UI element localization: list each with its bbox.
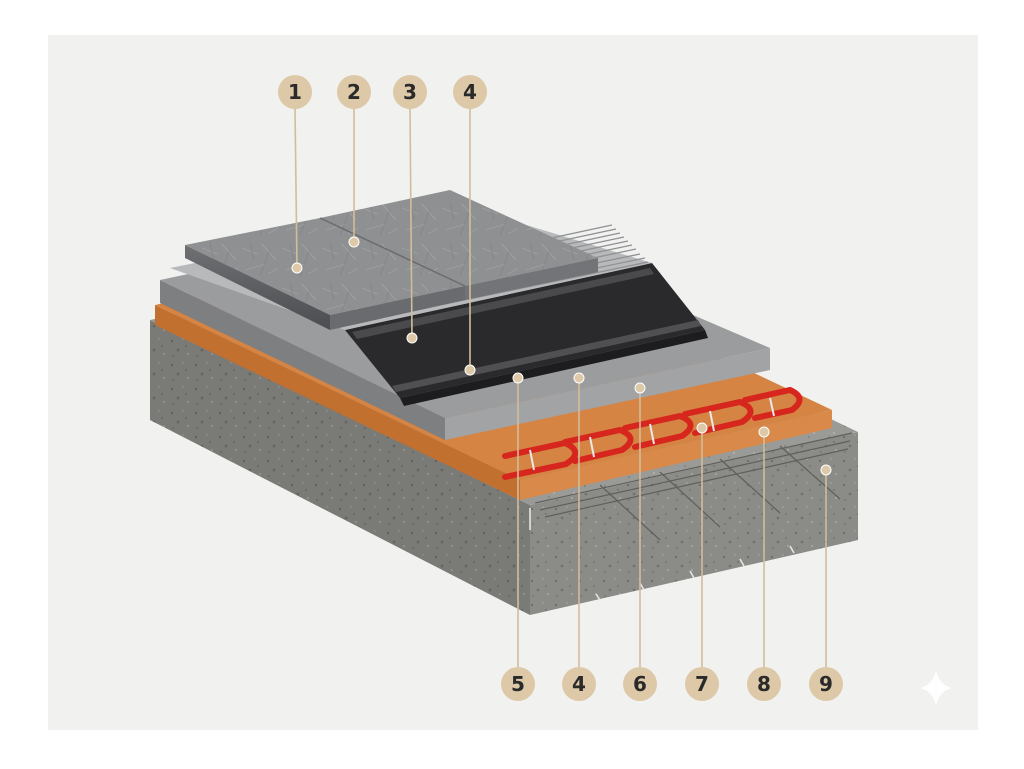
callout-2: 2	[337, 75, 371, 109]
callout-label: 4	[572, 672, 586, 696]
callout-8: 8	[747, 667, 781, 701]
callout-6: 6	[623, 667, 657, 701]
layer-floor-tiles	[185, 190, 598, 330]
leader-dots	[291, 236, 832, 476]
callout-9: 9	[809, 667, 843, 701]
callout-label: 6	[633, 672, 647, 696]
layer-waterproofing	[345, 263, 708, 406]
callout-4-top: 4	[453, 75, 487, 109]
leader-lines	[294, 107, 827, 668]
callout-7: 7	[685, 667, 719, 701]
sparkle-icon	[920, 670, 952, 706]
heating-cable-loops	[502, 386, 803, 480]
callout-label: 4	[463, 80, 477, 104]
heating-cable-clips	[529, 397, 775, 471]
callout-4-bottom: 4	[562, 667, 596, 701]
callout-1: 1	[278, 75, 312, 109]
callout-label: 7	[695, 672, 709, 696]
reinforcement-mesh	[529, 432, 853, 601]
callout-label: 5	[511, 672, 525, 696]
callout-label: 9	[819, 672, 833, 696]
callout-label: 1	[288, 80, 302, 104]
callout-3: 3	[393, 75, 427, 109]
callout-label: 2	[347, 80, 361, 104]
callout-label: 3	[403, 80, 417, 104]
callout-label: 8	[757, 672, 771, 696]
callout-5: 5	[501, 667, 535, 701]
